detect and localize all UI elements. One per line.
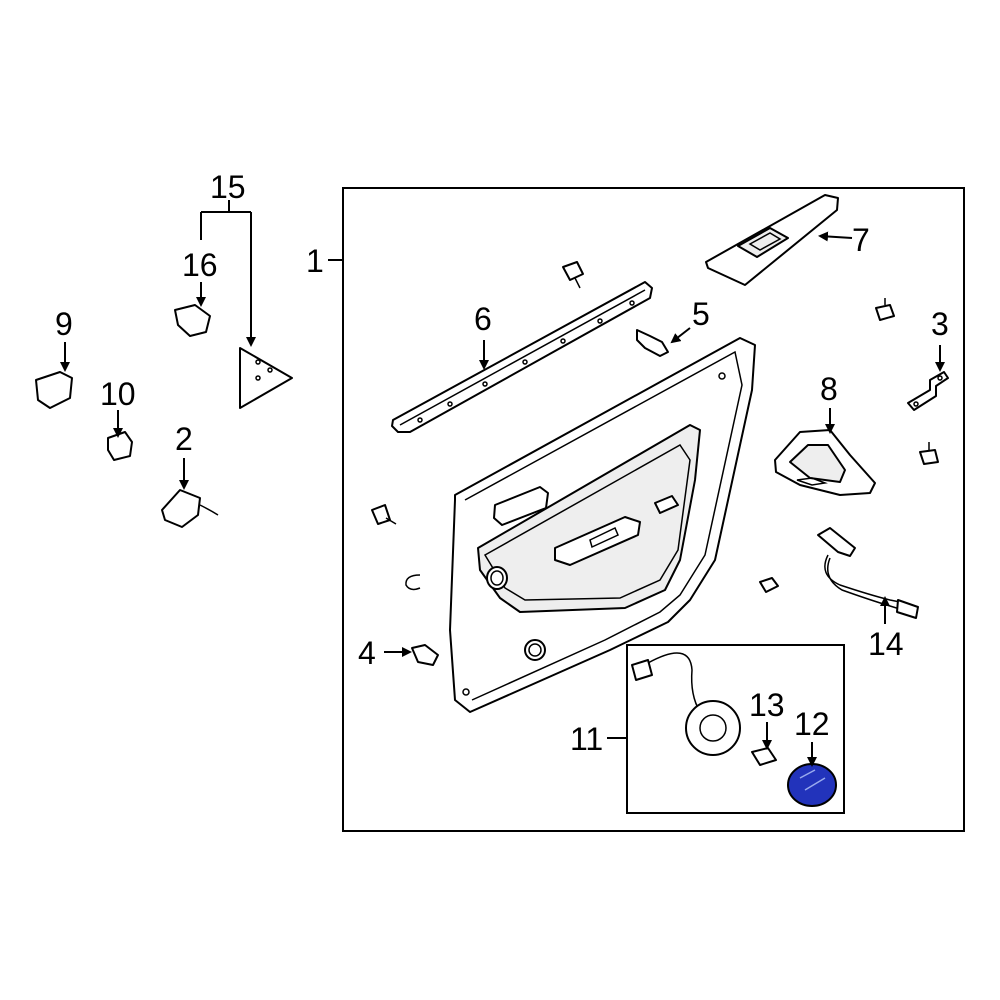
fastener-screw-bottom-right[interactable]: [759, 577, 779, 593]
part-2-switch[interactable]: [161, 489, 219, 528]
callout-11: 11: [570, 721, 603, 757]
part-13-gasket[interactable]: [751, 747, 777, 766]
part-5-clip[interactable]: [636, 329, 669, 357]
callout-5: 5: [692, 296, 710, 332]
callout-9: 9: [55, 306, 73, 342]
part-6-beltline-strip[interactable]: [391, 281, 653, 433]
fastener-clip-left[interactable]: [405, 574, 421, 591]
part-15-triangle-trim[interactable]: [239, 347, 293, 409]
part-16-clip[interactable]: [174, 304, 211, 337]
fastener-screw-left[interactable]: [371, 504, 397, 525]
part-14-wire-harness[interactable]: [817, 527, 919, 619]
callout-8: 8: [820, 371, 838, 407]
callout-2: 2: [175, 421, 193, 457]
fastener-screw-right-top[interactable]: [875, 298, 895, 321]
part-11-lamp-assembly[interactable]: [631, 652, 741, 756]
part-10-clip[interactable]: [107, 431, 133, 461]
fastener-screw-right-mid[interactable]: [919, 442, 939, 465]
part-9-clip[interactable]: [35, 371, 73, 409]
part-12-lens[interactable]: [787, 763, 837, 807]
part-4-push-clip[interactable]: [411, 644, 439, 666]
callout-3: 3: [931, 306, 949, 342]
callout-4: 4: [358, 635, 376, 671]
callout-14: 14: [868, 626, 904, 662]
leader-lines: [60, 200, 945, 767]
part-7-switch-bezel[interactable]: [705, 194, 839, 286]
callout-6: 6: [474, 301, 492, 337]
callout-16: 16: [182, 247, 218, 283]
part-8-handle-cup[interactable]: [774, 429, 876, 496]
callout-12: 12: [794, 706, 830, 742]
callout-7: 7: [852, 222, 870, 258]
callout-1: 1: [306, 243, 324, 279]
callout-13: 13: [749, 687, 785, 723]
callout-10: 10: [100, 376, 136, 412]
part-1-door-trim-panel[interactable]: [449, 337, 756, 713]
callout-15: 15: [210, 169, 246, 205]
part-3-bracket[interactable]: [907, 371, 949, 411]
fastener-screw-top[interactable]: [562, 261, 584, 289]
main-frame: [342, 187, 965, 832]
subassembly-frame: [626, 644, 845, 814]
